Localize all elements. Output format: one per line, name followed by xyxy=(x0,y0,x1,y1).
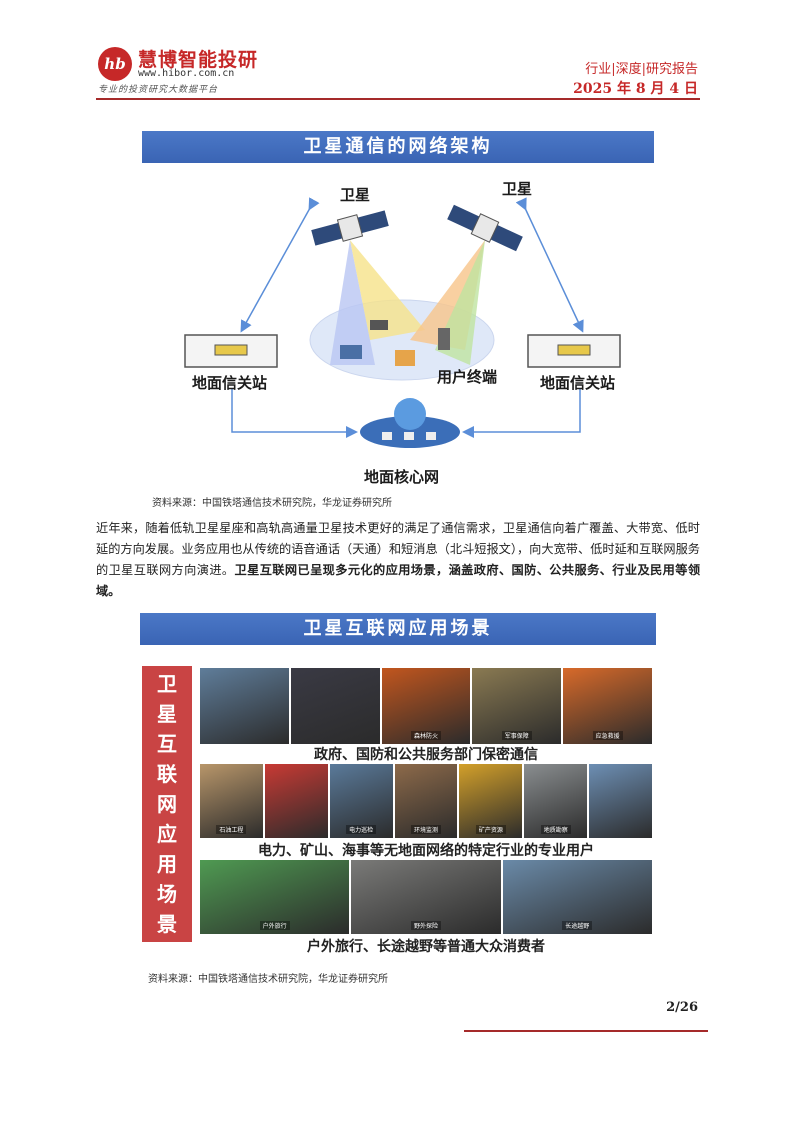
satellite-right-icon xyxy=(447,204,523,252)
figure1-title: 卫星通信的网络架构 xyxy=(142,131,654,163)
scene-photo: 石油工程 xyxy=(200,764,263,838)
row-3-caption: 户外旅行、长途越野等普通大众消费者 xyxy=(307,939,545,955)
scene-photo-label: 长途越野 xyxy=(562,921,593,930)
scene-photo: 环境监测 xyxy=(394,764,458,838)
scene-photo: 地质勘察 xyxy=(524,764,588,838)
body-paragraph: 近年来，随着低轨卫星星座和高轨高通量卫星技术更好的满足了通信需求，卫星通信向着广… xyxy=(96,518,700,602)
link-sat-station-left xyxy=(240,197,320,333)
scene-photo: 户外旅行 xyxy=(200,860,350,934)
label-satellite-left: 卫星 xyxy=(340,186,371,204)
report-date: 2025 年 8 月 4 日 xyxy=(573,81,698,97)
scene-photo-label: 森林防火 xyxy=(410,731,441,740)
figure2-title: 卫星互联网应用场景 xyxy=(140,613,656,645)
brand-name: 慧博智能投研 xyxy=(138,49,259,71)
page-number: 2/26 xyxy=(666,1000,698,1015)
figure1-source: 资料来源：中国铁塔通信技术研究院，华龙证券研究所 xyxy=(152,498,392,509)
scene-photo-label: 电力巡检 xyxy=(346,825,377,834)
label-satellite-right: 卫星 xyxy=(502,180,533,198)
scene-photo-label: 地质勘察 xyxy=(540,825,571,834)
brand-slogan: 专业的投资研究大数据平台 xyxy=(98,85,219,95)
row-2-caption: 电力、矿山、海事等无地面网络的特定行业的专业用户 xyxy=(258,843,594,859)
row-1-caption: 政府、国防和公共服务部门保密通信 xyxy=(314,747,538,763)
side-label-char: 应 xyxy=(157,822,177,846)
side-label-char: 网 xyxy=(157,792,177,816)
scene-photo: 军事保障 xyxy=(472,668,562,744)
label-core-network: 地面核心网 xyxy=(364,468,440,486)
scene-photo-label: 户外旅行 xyxy=(259,921,290,930)
station-left-box xyxy=(184,334,278,368)
scene-photo: 野外探险 xyxy=(351,860,501,934)
side-label-char: 联 xyxy=(157,762,177,786)
header-rule xyxy=(96,98,700,100)
scene-photo xyxy=(589,764,653,838)
link-station-right-core xyxy=(462,388,581,438)
scene-photo-label: 军事保障 xyxy=(501,731,532,740)
photo-row-2: 石油工程 电力巡检 环境监测 矿产资源 地质勘察 xyxy=(200,764,653,838)
figure2-source: 资料来源：中国铁塔通信技术研究院，华龙证券研究所 xyxy=(148,974,388,985)
beam-left-1 xyxy=(330,240,375,365)
side-label-char: 卫 xyxy=(157,672,177,696)
side-label-char: 星 xyxy=(157,702,177,726)
scene-photo-label: 环境监测 xyxy=(410,825,442,834)
label-station-left: 地面信关站 xyxy=(192,374,268,392)
side-label-char: 景 xyxy=(157,912,177,936)
scene-photo xyxy=(200,668,289,744)
side-label-char: 场 xyxy=(157,882,177,906)
brand-logo: hb xyxy=(98,47,132,81)
core-network-cloud-icon xyxy=(360,398,460,448)
link-sat-station-right xyxy=(515,197,584,333)
scene-photo: 矿产资源 xyxy=(459,764,523,838)
paragraph-bold: 卫星互联网已呈现多元化的应用场景，涵盖政府、国防、公共服务、行业及民用等领域。 xyxy=(96,563,701,598)
scene-photo-label: 石油工程 xyxy=(216,825,247,834)
scene-photo: 电力巡检 xyxy=(329,764,393,838)
footer-rule xyxy=(464,1030,708,1032)
report-category: 行业|深度|研究报告 xyxy=(585,62,698,77)
scene-photo: 森林防火 xyxy=(381,668,471,744)
scene-photo-label: 野外探险 xyxy=(410,921,441,930)
beam-left-2 xyxy=(350,240,425,340)
brand-url[interactable]: www.hibor.com.cn xyxy=(138,68,235,79)
scene-photo: 长途越野 xyxy=(502,860,652,934)
side-label-char: 用 xyxy=(157,852,177,876)
side-label-char: 互 xyxy=(157,732,177,756)
scene-photo: 应急救援 xyxy=(563,668,652,744)
paragraph-text: 近年来，随着低轨卫星星座和高轨高通量卫星技术更好的满足了通信需求，卫星通信向着广… xyxy=(96,521,700,577)
scene-photo-label: 应急救援 xyxy=(592,731,623,740)
user-terminal-icons xyxy=(340,320,450,366)
network-architecture-diagram xyxy=(184,197,621,448)
label-user-terminal: 用户终端 xyxy=(437,368,498,386)
scene-side-label: 卫星互联网应用场景 xyxy=(142,666,192,942)
link-station-left-core xyxy=(231,388,358,438)
scene-photo-label: 矿产资源 xyxy=(475,825,506,834)
photo-row-3: 户外旅行 野外探险 长途越野 xyxy=(200,860,652,934)
scene-photo xyxy=(290,668,380,744)
photo-row-1: 森林防火 军事保障 应急救援 xyxy=(200,668,652,744)
label-station-right: 地面信关站 xyxy=(540,374,616,392)
scene-photo xyxy=(264,764,328,838)
